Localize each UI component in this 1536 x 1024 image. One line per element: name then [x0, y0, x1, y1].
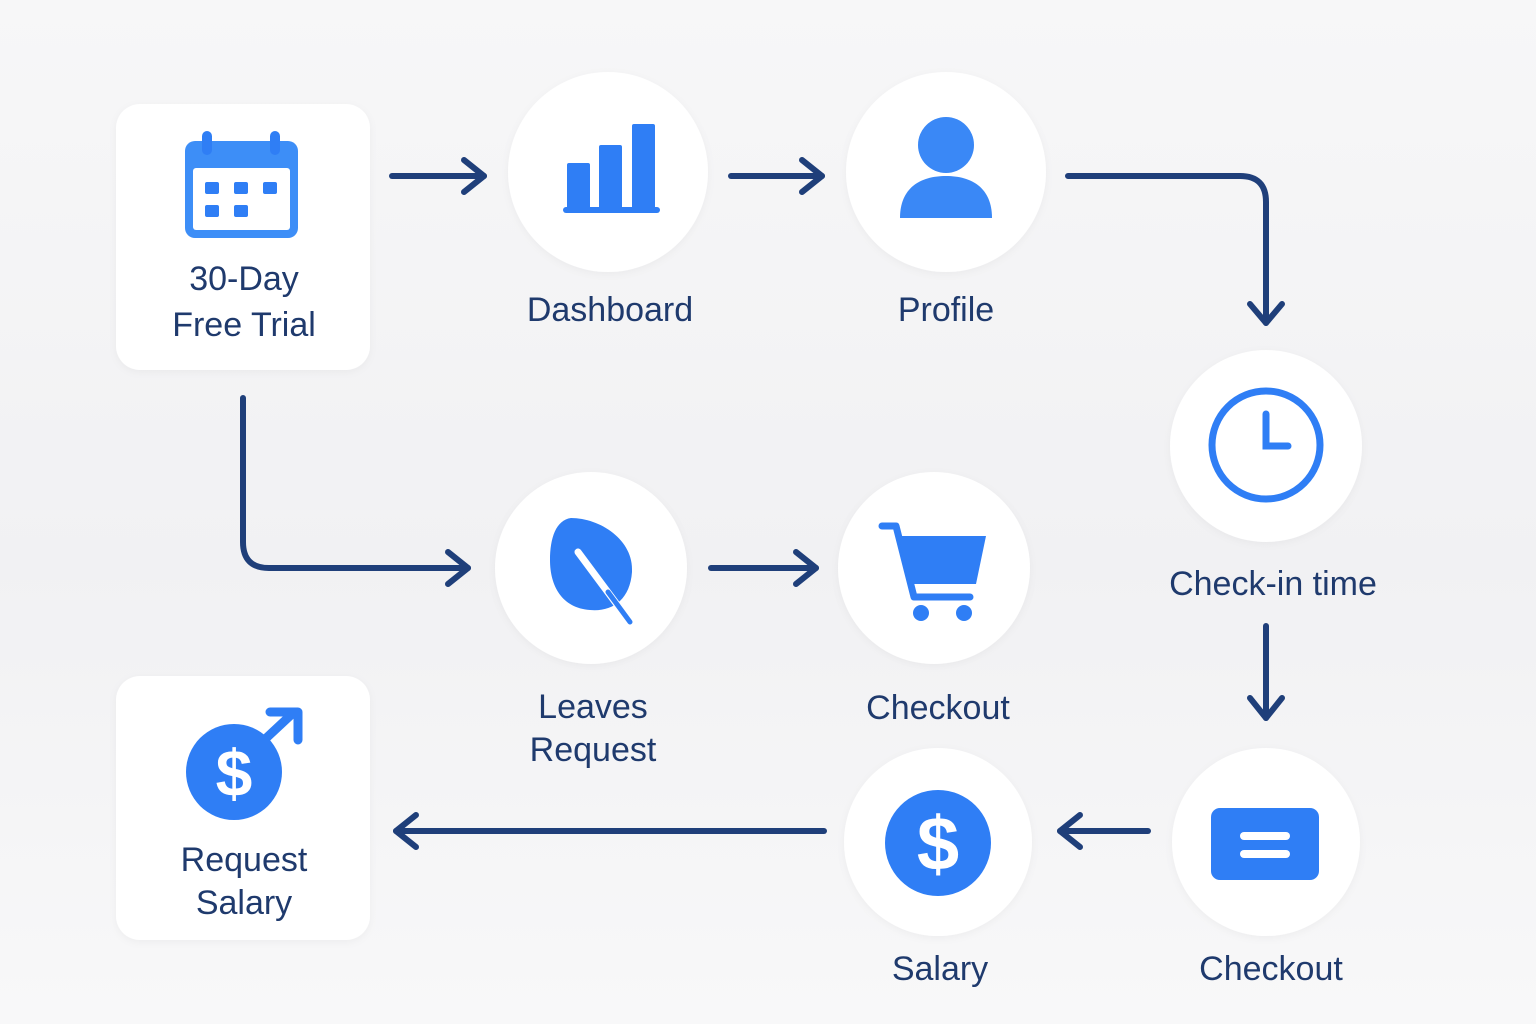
profile-label: Profile — [898, 291, 994, 329]
dollar-icon: $ — [885, 790, 991, 896]
node-leaves-request[interactable]: Leaves Request — [495, 472, 687, 769]
connector-profile-to-checkin — [1065, 173, 1285, 326]
node-request-salary[interactable]: $ Request Salary — [116, 676, 370, 940]
check-in-label: Check-in time — [1169, 565, 1377, 603]
node-checkout-cart[interactable]: Checkout — [838, 472, 1030, 727]
node-checkout-card[interactable]: Checkout — [1172, 748, 1360, 988]
card-checkout-label: Checkout — [1199, 950, 1343, 988]
connector-trial-to-leaves — [240, 395, 471, 587]
node-profile[interactable]: Profile — [846, 72, 1046, 329]
connector-trial-to-dashboard — [389, 157, 487, 195]
bar-chart-icon — [563, 124, 660, 213]
shopping-cart-icon — [878, 522, 986, 621]
request-salary-label-line2: Salary — [196, 884, 292, 922]
dashboard-label: Dashboard — [527, 291, 693, 329]
leaf-icon — [550, 518, 634, 626]
cart-checkout-label: Checkout — [866, 689, 1010, 727]
salary-dollar-glyph: $ — [917, 802, 959, 887]
clock-icon — [1208, 387, 1324, 503]
connector-checkout-to-salary — [1057, 812, 1151, 850]
node-free-trial[interactable]: 30-Day Free Trial — [116, 104, 370, 370]
free-trial-label-line1: 30-Day — [189, 260, 299, 298]
salary-label: Salary — [892, 950, 988, 988]
leaves-label-line2: Request — [530, 731, 657, 769]
user-icon — [900, 117, 992, 218]
connector-leaves-to-cart-checkout — [708, 549, 819, 587]
calendar-icon — [185, 131, 298, 238]
node-salary[interactable]: $ Salary — [844, 748, 1032, 988]
connector-salary-to-request-salary — [393, 812, 827, 850]
connector-checkin-to-checkout — [1247, 623, 1285, 721]
node-check-in-time[interactable]: Check-in time — [1169, 350, 1377, 603]
leaves-label-line1: Leaves — [538, 688, 648, 726]
free-trial-label-line2: Free Trial — [172, 306, 316, 344]
card-icon — [1211, 808, 1319, 880]
request-salary-label-line1: Request — [181, 841, 308, 879]
node-dashboard[interactable]: Dashboard — [508, 72, 708, 329]
request-salary-dollar-glyph: $ — [216, 736, 253, 810]
salary-request-icon: $ — [186, 707, 303, 820]
connector-dashboard-to-profile — [728, 157, 825, 195]
